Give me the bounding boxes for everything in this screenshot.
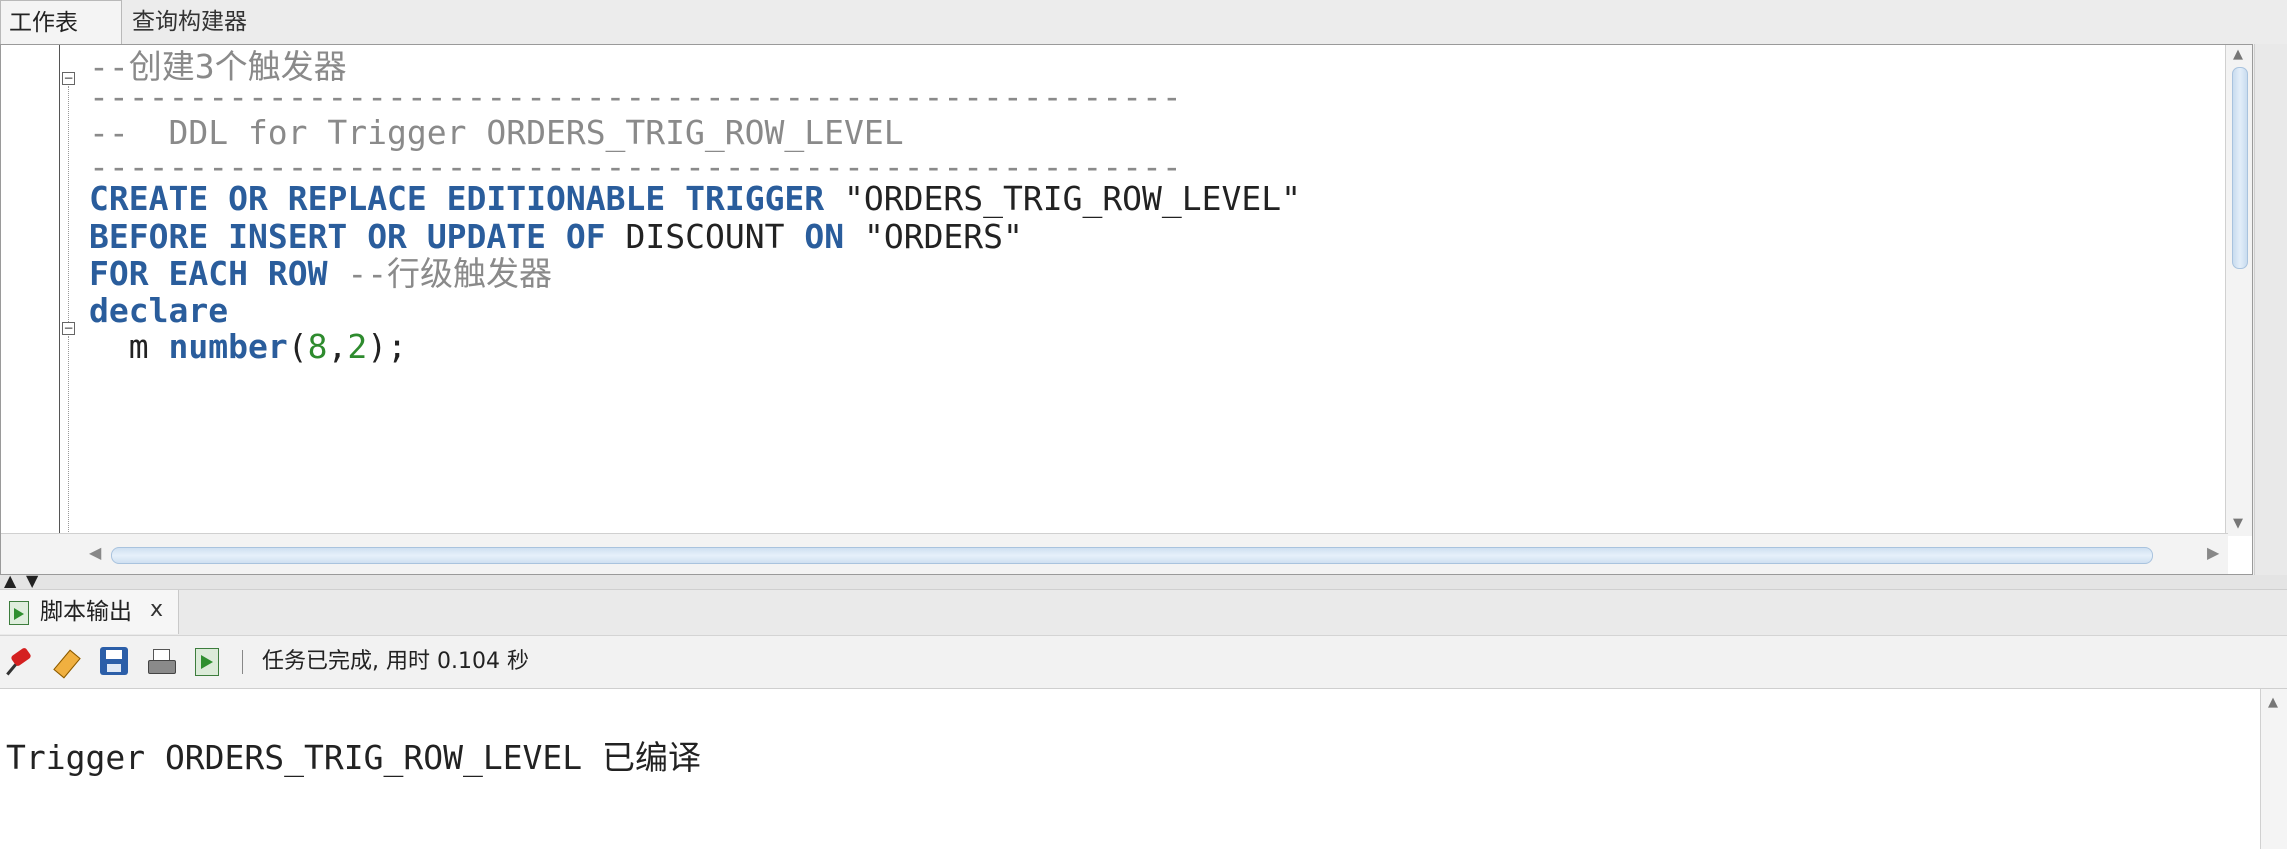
code-token <box>268 179 288 218</box>
tab-worksheet[interactable]: 工作表 <box>0 0 122 44</box>
script-output-icon <box>9 601 29 625</box>
scroll-right-icon[interactable]: ▶ <box>2207 543 2220 562</box>
editor-tab-bar: 工作表 查询构建器 <box>0 0 2287 44</box>
code-token: "ORDERS_TRIG_ROW_LEVEL" <box>824 179 1301 218</box>
code-token: EACH <box>168 254 248 293</box>
code-token: number <box>168 327 288 366</box>
clear-output-icon[interactable] <box>54 647 84 677</box>
code-token <box>149 254 169 293</box>
panel-splitter[interactable]: ▲ ▼ <box>0 571 2287 590</box>
editor-vertical-scrollbar[interactable]: ▲ ▼ <box>2225 45 2252 536</box>
code-line: -- DDL for Trigger ORDERS_TRIG_ROW_LEVEL <box>89 111 904 155</box>
scroll-down-icon[interactable]: ▼ <box>2233 516 2243 531</box>
script-output-area[interactable]: Trigger ORDERS_TRIG_ROW_LEVEL 已编译 ▲ <box>0 689 2287 849</box>
code-token <box>248 254 268 293</box>
collapse-down-icon[interactable]: ▼ <box>26 571 39 590</box>
code-token: 2 <box>347 327 368 366</box>
fold-toggle-icon[interactable]: − <box>62 321 75 335</box>
code-token <box>427 179 447 218</box>
code-token <box>208 217 228 256</box>
tab-script-output[interactable]: 脚本输出 x <box>0 590 179 634</box>
code-token: --创建3个触发器 <box>89 47 347 86</box>
toolbar-divider <box>242 650 243 674</box>
code-token: m <box>89 327 169 366</box>
code-token <box>347 217 367 256</box>
code-token: , <box>327 327 348 366</box>
code-token: DISCOUNT <box>605 217 805 256</box>
scroll-left-icon[interactable]: ◀ <box>89 543 102 562</box>
code-token: OR <box>228 179 268 218</box>
run-script-icon[interactable] <box>192 647 222 677</box>
code-token: "ORDERS" <box>844 217 1023 256</box>
line-gutter <box>1 45 60 574</box>
collapse-up-icon[interactable]: ▲ <box>4 571 17 590</box>
scroll-up-icon[interactable]: ▲ <box>2268 695 2278 710</box>
code-token <box>208 179 228 218</box>
code-line: declare <box>89 289 228 333</box>
code-token: EDITIONABLE <box>446 179 666 218</box>
code-line: ----------------------------------------… <box>89 145 1182 189</box>
code-line: CREATE OR REPLACE EDITIONABLE TRIGGER "O… <box>89 177 1301 221</box>
code-token: OF <box>565 217 606 256</box>
code-token: ( <box>287 327 308 366</box>
code-token <box>407 217 427 256</box>
code-token <box>546 217 566 256</box>
code-line: m number(8,2); <box>89 325 407 369</box>
editor-horizontal-scrollbar[interactable]: ◀ ▶ <box>1 533 2228 574</box>
code-token: 8 <box>307 327 328 366</box>
tab-query-builder[interactable]: 查询构建器 <box>132 9 247 35</box>
code-token: BEFORE <box>89 217 209 256</box>
code-token: declare <box>89 291 229 330</box>
code-token: UPDATE <box>426 217 547 256</box>
fold-guide <box>68 336 69 536</box>
code-line: FOR EACH ROW --行级触发器 <box>89 252 552 296</box>
code-token: ROW <box>267 254 328 293</box>
code-token: FOR <box>89 254 149 293</box>
code-token: ); <box>367 327 407 366</box>
scroll-up-icon[interactable]: ▲ <box>2233 47 2243 62</box>
code-line: ----------------------------------------… <box>89 75 1182 119</box>
sql-editor[interactable]: − − --创建3个触发器---------------------------… <box>0 44 2253 575</box>
status-text: 任务已完成, 用时 0.104 秒 <box>262 649 529 674</box>
code-token: REPLACE <box>287 179 427 218</box>
output-tab-bar: 脚本输出 x <box>0 590 2287 636</box>
code-token: --行级触发器 <box>327 254 553 293</box>
scroll-thumb[interactable] <box>111 547 2153 564</box>
code-line: --创建3个触发器 <box>89 45 347 89</box>
fold-guide <box>68 86 69 330</box>
code-token <box>665 179 685 218</box>
save-icon[interactable] <box>100 647 128 675</box>
output-toolbar: 任务已完成, 用时 0.104 秒 <box>0 636 2287 689</box>
print-icon[interactable] <box>146 647 176 677</box>
output-text: Trigger ORDERS_TRIG_ROW_LEVEL 已编译 <box>6 738 702 777</box>
pin-icon[interactable] <box>8 647 38 677</box>
code-token: INSERT <box>228 217 348 256</box>
code-token: ----------------------------------------… <box>89 147 1182 186</box>
tab-label: 脚本输出 <box>40 599 132 625</box>
code-token: ----------------------------------------… <box>89 77 1182 116</box>
scroll-thumb[interactable] <box>2232 67 2248 269</box>
close-icon[interactable]: x <box>150 597 164 622</box>
code-token: TRIGGER <box>685 179 825 218</box>
code-token: -- DDL for Trigger ORDERS_TRIG_ROW_LEVEL <box>89 113 904 152</box>
fold-toggle-icon[interactable]: − <box>62 71 75 85</box>
code-token: CREATE <box>89 179 209 218</box>
code-line: BEFORE INSERT OR UPDATE OF DISCOUNT ON "… <box>89 215 1023 259</box>
right-edge-bar <box>2254 44 2287 589</box>
code-token: OR <box>367 217 407 256</box>
output-vertical-scrollbar[interactable]: ▲ <box>2260 689 2287 849</box>
code-token: ON <box>804 217 845 256</box>
